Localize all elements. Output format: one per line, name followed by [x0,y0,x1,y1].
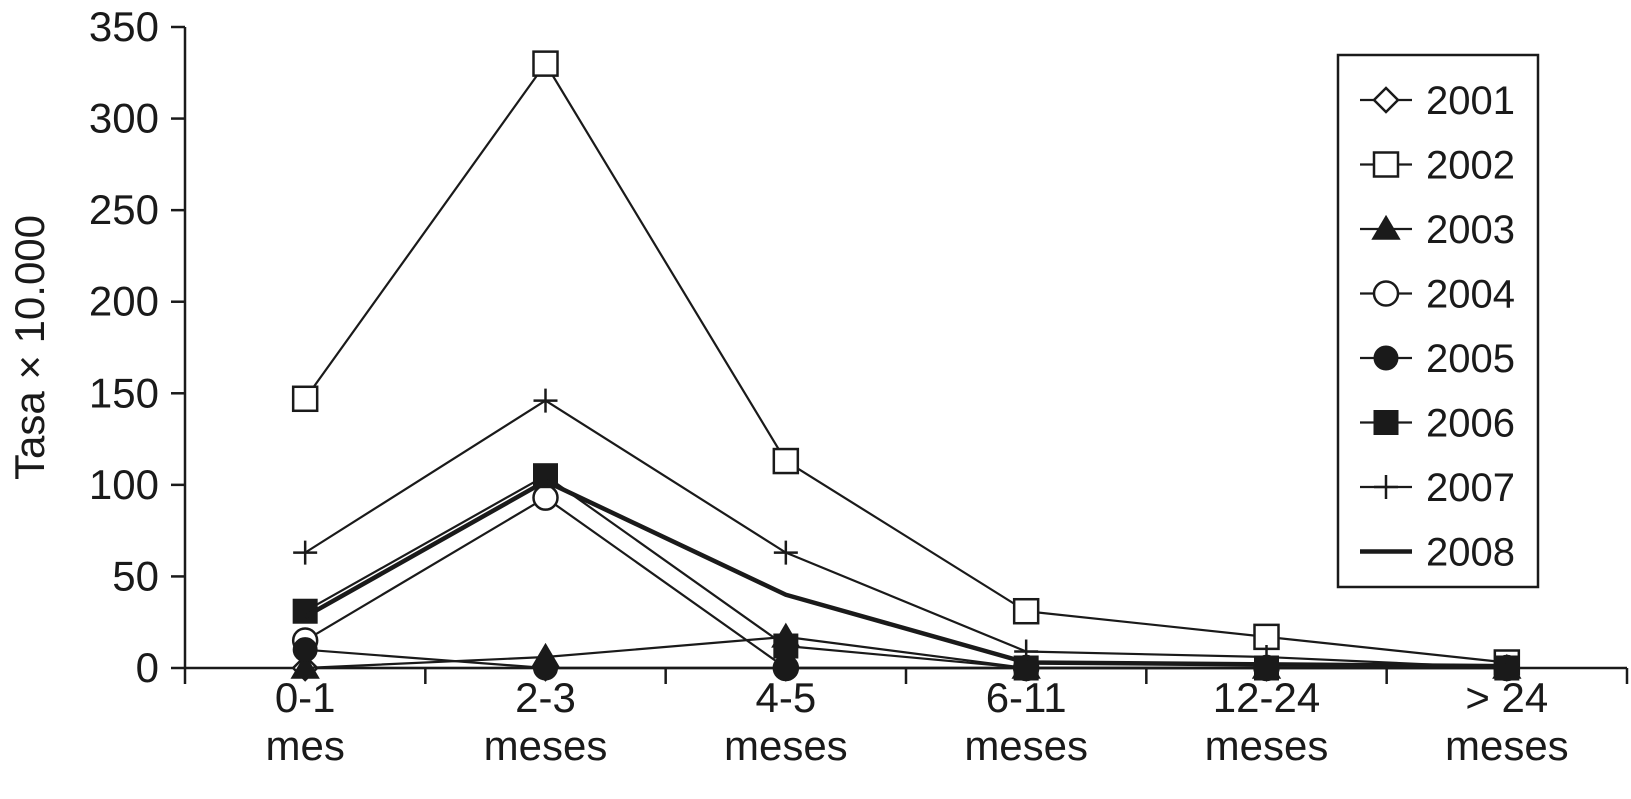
x-tick-label-line: 0-1 [275,674,336,721]
legend-marker [1371,214,1401,240]
legend-item: 2003 [1360,208,1515,252]
data-point [290,653,320,679]
data-point [533,388,558,413]
series-line [304,474,1507,670]
series-2008 [304,478,1507,669]
series-2006 [292,463,1520,681]
x-tick-label-line: meses [1205,722,1329,769]
series-line [304,399,1507,670]
data-point [533,655,558,681]
data-point [532,50,559,77]
x-tick-label-line: meses [964,722,1088,769]
series-line [304,478,1507,669]
legend-marker [1374,475,1398,499]
legend-item: 2002 [1360,144,1515,188]
legend-label: 2004 [1426,273,1515,317]
series-group [290,50,1522,682]
y-tick-label: 50 [112,552,159,599]
legend-label: 2001 [1426,79,1515,123]
x-tick-label-line: > 24 [1465,674,1548,721]
x-tick-label-line: meses [1445,722,1569,769]
x-tick-label-line: 2-3 [515,674,576,721]
legend-item: 2001 [1360,79,1515,123]
legend-marker [1373,345,1399,371]
legend-marker [1372,86,1400,114]
legend-item: 2007 [1360,466,1515,510]
data-point [532,484,559,511]
data-point [1253,623,1280,651]
legend-item: 2008 [1360,531,1515,575]
legend-item: 2004 [1360,273,1515,317]
series-2007 [293,388,1519,680]
x-tick-label-line: 12-24 [1213,674,1320,721]
y-tick-label: 0 [136,644,159,691]
data-point [1014,639,1039,664]
legend-label: 2006 [1426,402,1515,446]
legend: 2001 2002 2003 2004 2005 2006 2007 2008 [1336,53,1540,589]
x-tick-label-line: meses [484,722,608,769]
legend-marker [1372,280,1400,307]
x-tick-label-line: meses [724,722,848,769]
y-axis-title: Tasa × 10.000 [6,215,53,480]
series-line [304,62,1507,664]
legend-marker [1373,410,1399,435]
data-point [773,633,799,659]
legend-label: 2002 [1426,144,1515,188]
x-tick-label-line: 4-5 [755,674,816,721]
y-tick-label: 300 [89,95,159,142]
legend-label: 2005 [1426,337,1515,381]
legend-label: 2007 [1426,466,1515,510]
legend-marker [1372,151,1400,178]
data-point [773,540,798,565]
series-2002 [291,50,1521,676]
data-point [293,540,318,565]
y-tick-label: 350 [89,3,159,50]
legend-box [1336,53,1540,589]
data-point [772,447,800,475]
data-point [292,637,318,663]
data-point [291,385,319,413]
y-tick-label: 150 [89,369,159,416]
legend-item: 2005 [1360,337,1515,381]
legend-label: 2008 [1426,531,1515,575]
x-tick-label-line: 6-11 [986,674,1067,721]
x-tick-label-line: mes [265,722,344,769]
legend-item: 2006 [1360,402,1515,446]
data-point [1012,597,1040,625]
y-tick-label: 200 [89,278,159,325]
y-tick-label: 250 [89,186,159,233]
y-tick-label: 100 [89,461,159,508]
legend-label: 2003 [1426,208,1515,252]
data-point [773,655,799,681]
